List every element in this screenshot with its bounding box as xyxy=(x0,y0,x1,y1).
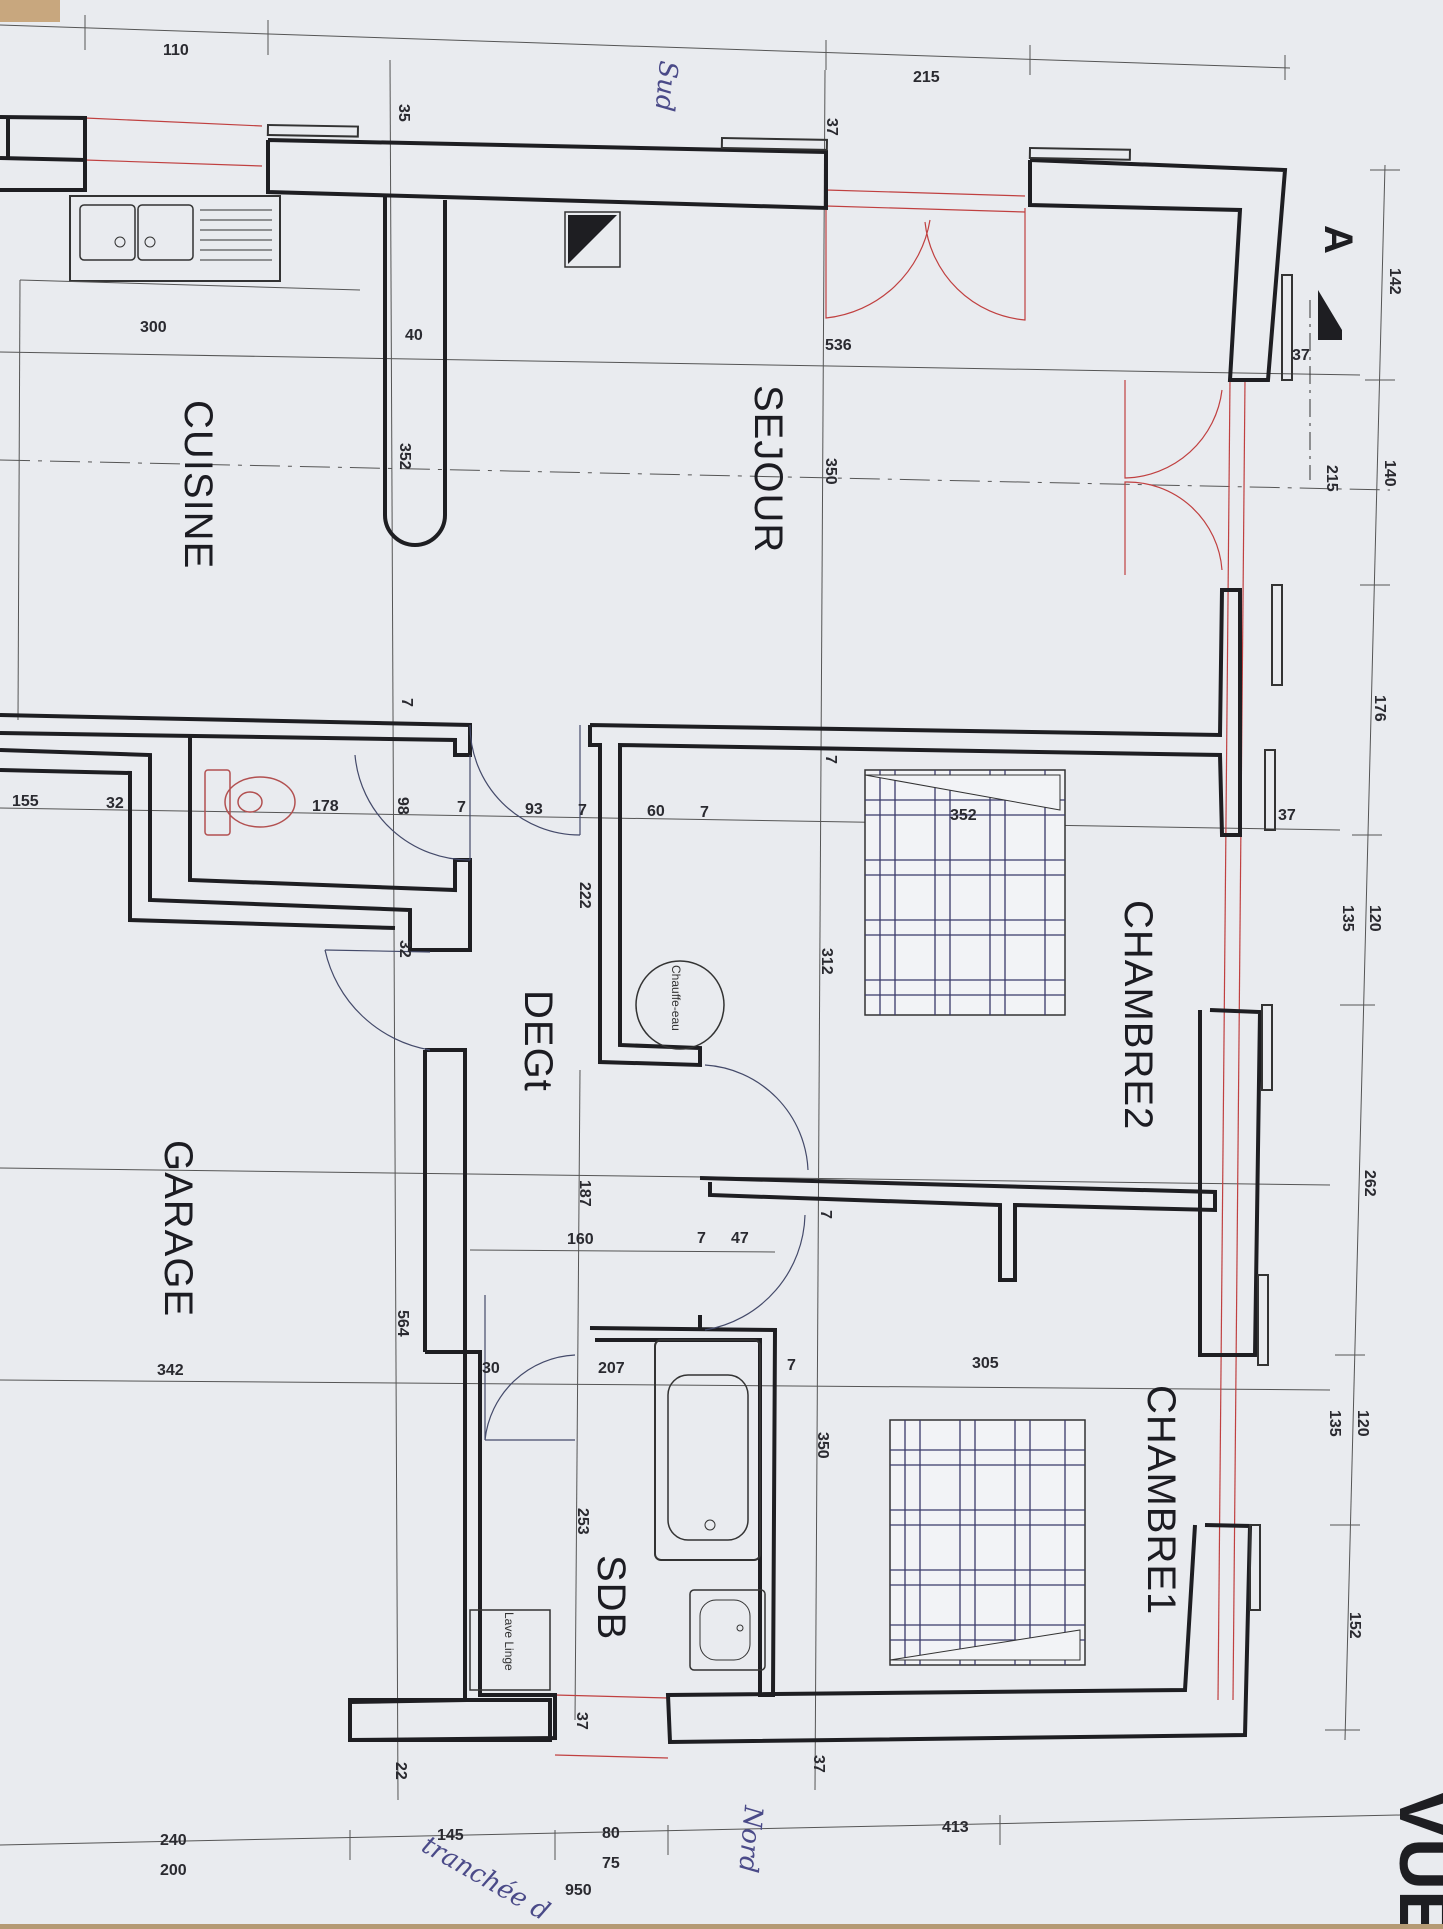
red-openings xyxy=(84,117,1246,1759)
dim-label: 7 xyxy=(700,804,709,821)
handwritten-nord: Nord xyxy=(732,1803,768,1874)
dim-label: 300 xyxy=(140,319,167,336)
water-heater: Chauffe-eau xyxy=(635,960,725,1050)
window-sills xyxy=(266,123,1293,1611)
dim-label: 160 xyxy=(567,1231,594,1248)
dim-label: 352 xyxy=(950,807,977,824)
dim-label: 140 xyxy=(1381,460,1398,487)
dim-label: 200 xyxy=(160,1862,187,1879)
water-heater-label: Chauffe-eau xyxy=(669,965,683,1031)
dim-label: 75 xyxy=(602,1855,620,1872)
washing-machine-label: Lave Linge xyxy=(502,1612,516,1671)
dim-label: 120 xyxy=(1366,905,1383,932)
dim-label: 37 xyxy=(823,118,840,136)
dim-label: 350 xyxy=(822,458,839,485)
section-arrow-icon xyxy=(1318,290,1342,340)
garage-wall-end xyxy=(348,1698,552,1742)
dim-label: 135 xyxy=(1339,905,1356,932)
dim-label: 37 xyxy=(810,1755,827,1773)
dim-label: 350 xyxy=(814,1432,831,1459)
dim-label: 564 xyxy=(394,1310,411,1337)
dim-label: 950 xyxy=(565,1882,592,1899)
dim-label: 187 xyxy=(576,1180,593,1207)
dim-label: 7 xyxy=(697,1230,706,1247)
paper-corner-shadow xyxy=(0,0,60,22)
dim-label: 312 xyxy=(818,948,835,975)
dim-label: 37 xyxy=(573,1712,590,1730)
dim-label: 215 xyxy=(913,69,940,86)
dim-label: 30 xyxy=(482,1360,500,1377)
room-label-sejour: SEJOUR xyxy=(746,385,790,553)
sink-basin-1 xyxy=(79,204,136,261)
bed-chambre2 xyxy=(864,769,1066,1016)
room-label-degt: DEGt xyxy=(516,990,560,1092)
dim-label: 536 xyxy=(825,337,852,354)
dim-label: 342 xyxy=(157,1362,184,1379)
toilet xyxy=(204,769,296,836)
dim-label: 22 xyxy=(392,1762,409,1780)
section-marker: A xyxy=(1309,225,1360,480)
walls xyxy=(0,115,1288,1745)
dimension-labels: 110 215 35 37 142 37 140 215 176 37 120 … xyxy=(12,42,1403,1899)
handwritten-sud: Sud xyxy=(649,59,683,113)
dim-label: 305 xyxy=(972,1355,999,1372)
kitchen-counter xyxy=(69,195,281,282)
room-label-cuisine: CUISINE xyxy=(176,400,220,569)
dim-label: 7 xyxy=(817,1210,834,1219)
dim-label: 7 xyxy=(822,755,839,764)
dim-label: 35 xyxy=(395,104,412,122)
dim-label: 176 xyxy=(1371,695,1388,722)
door-swings xyxy=(324,724,809,1441)
dim-label: 7 xyxy=(457,799,466,816)
dim-label: 215 xyxy=(1323,465,1340,492)
dim-label: 60 xyxy=(647,803,665,820)
dim-label: 155 xyxy=(12,793,39,810)
bed-chambre1 xyxy=(889,1419,1086,1666)
dim-label: 80 xyxy=(602,1825,620,1842)
dim-label: 37 xyxy=(1292,347,1310,364)
dim-label: 7 xyxy=(578,802,587,819)
dim-label: 152 xyxy=(1346,1612,1363,1639)
room-label-chambre2: CHAMBRE2 xyxy=(1116,900,1160,1130)
room-label-garage: GARAGE xyxy=(156,1140,200,1317)
dim-label: 32 xyxy=(396,940,413,958)
dim-label: 142 xyxy=(1386,268,1403,295)
shaft-symbol xyxy=(564,211,621,268)
dim-label: 110 xyxy=(163,42,189,59)
dim-label: 120 xyxy=(1354,1410,1371,1437)
dim-label: 135 xyxy=(1326,1410,1343,1437)
dim-label: 262 xyxy=(1361,1170,1378,1197)
room-label-chambre1: CHAMBRE1 xyxy=(1139,1385,1183,1615)
dim-label: 93 xyxy=(525,801,543,818)
title-fragment: VUE xyxy=(1384,1790,1443,1924)
dim-label: 178 xyxy=(312,798,339,815)
dim-label: 7 xyxy=(398,698,415,707)
dim-label: 413 xyxy=(942,1819,969,1836)
dim-label: 207 xyxy=(598,1360,625,1377)
dim-label: 40 xyxy=(405,327,423,344)
washing-machine: Lave Linge xyxy=(469,1609,551,1691)
drainer xyxy=(200,209,272,261)
section-marker-label: A xyxy=(1316,225,1360,254)
dim-label: 7 xyxy=(787,1357,796,1374)
bathtub xyxy=(654,1339,761,1561)
dimension-lines xyxy=(0,15,1401,1860)
dim-label: 37 xyxy=(1278,807,1296,824)
dim-label: 47 xyxy=(731,1230,749,1247)
room-label-sdb: SDB xyxy=(589,1555,633,1640)
dim-label: 145 xyxy=(437,1827,464,1844)
dim-label: 352 xyxy=(396,443,413,470)
washbasin xyxy=(689,1589,766,1671)
sink-basin-2 xyxy=(137,204,194,261)
dim-label: 240 xyxy=(160,1832,187,1849)
dim-label: 32 xyxy=(106,795,124,812)
dim-label: 253 xyxy=(574,1508,591,1535)
dim-label: 222 xyxy=(576,882,593,909)
dim-label: 98 xyxy=(394,797,411,815)
